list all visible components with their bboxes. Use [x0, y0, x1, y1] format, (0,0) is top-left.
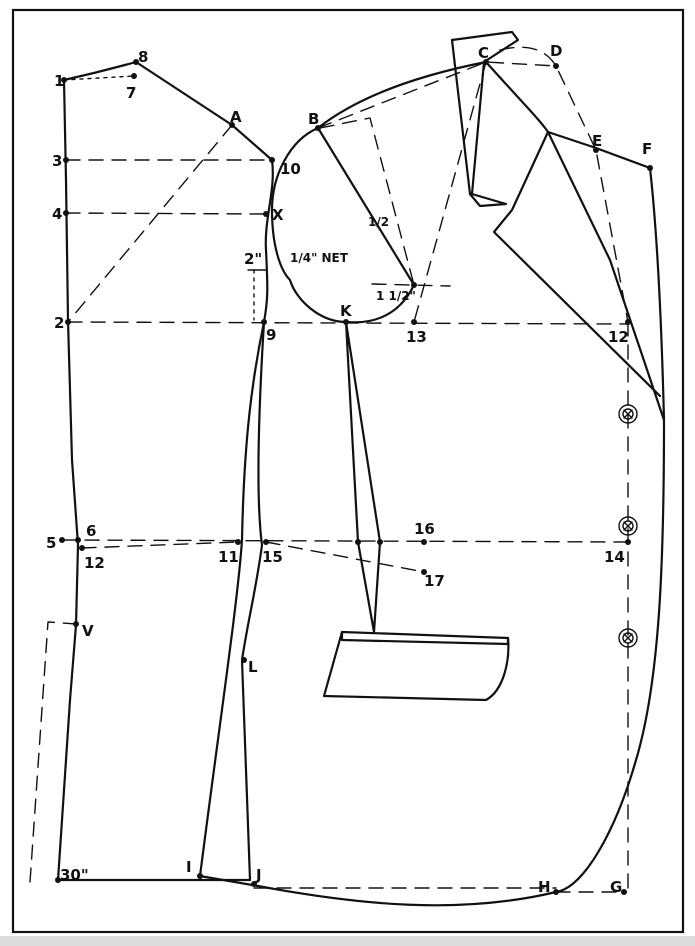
label-l: L — [248, 658, 258, 676]
label-j: J — [255, 866, 262, 884]
dash-1half — [371, 283, 451, 287]
line-1-7 — [63, 75, 135, 81]
label-half: 1/2 — [368, 215, 389, 229]
label-d: D — [550, 42, 562, 60]
point-markers — [55, 59, 653, 895]
label-9: 9 — [266, 326, 276, 344]
label-13: 13 — [406, 328, 427, 346]
label-f: F — [642, 140, 652, 158]
label-12-back: 12 — [84, 554, 105, 572]
label-x: X — [272, 206, 284, 224]
label-g: G — [610, 878, 622, 896]
label-8: 8 — [138, 48, 148, 66]
label-b: B — [308, 110, 319, 128]
line-4-x — [65, 212, 267, 215]
back-shoulder-line — [134, 60, 274, 162]
back-neck-curve — [62, 60, 138, 82]
diag-a-2 — [67, 124, 233, 323]
label-17: 17 — [424, 572, 445, 590]
label-a: A — [230, 108, 242, 126]
label-14: 14 — [604, 548, 625, 566]
label-12-front: 12 — [608, 328, 629, 346]
label-i: I — [186, 858, 192, 876]
front-side-seam — [198, 320, 266, 878]
front-shoulder-curve — [316, 60, 488, 130]
label-11: 11 — [218, 548, 239, 566]
label-6: 6 — [86, 522, 96, 540]
pocket-welt — [340, 630, 510, 646]
back-vent-dashed — [29, 621, 77, 883]
back-seam-line — [56, 78, 80, 882]
label-2in: 2" — [244, 250, 262, 268]
front-shoulder-seam-b-k — [316, 126, 416, 287]
label-10: 10 — [280, 160, 301, 178]
waist-line-12 — [81, 541, 239, 549]
label-quarter-net: 1/4" NET — [290, 251, 349, 265]
label-v: V — [82, 622, 94, 640]
dash-b-arm — [319, 117, 415, 286]
button-top-icon — [618, 404, 638, 424]
neck-to-lapel — [484, 60, 652, 170]
dash-c-13 — [413, 61, 487, 323]
label-e: E — [592, 132, 602, 150]
waist-line — [61, 539, 629, 543]
label-16: 16 — [414, 520, 435, 538]
front-hem — [198, 874, 558, 907]
label-3: 3 — [52, 152, 62, 170]
dash-c-d-e — [499, 46, 629, 323]
back-side-seam — [240, 320, 266, 882]
dart-k — [344, 320, 382, 634]
frame-border — [11, 8, 685, 934]
label-5: 5 — [46, 534, 56, 552]
label-1half: 1 1/2" — [376, 289, 416, 303]
label-1: 1 — [54, 72, 64, 90]
front-armhole — [270, 126, 416, 324]
lapel-shape — [492, 130, 662, 398]
label-h: H — [538, 878, 551, 896]
label-2: 2 — [54, 314, 64, 332]
back-armhole-curve — [262, 158, 274, 324]
label-7: 7 — [126, 84, 136, 102]
button-middle-icon — [618, 516, 638, 536]
label-15: 15 — [262, 548, 283, 566]
footer-band — [0, 936, 695, 946]
label-4: 4 — [52, 205, 62, 223]
label-c: C — [478, 44, 489, 62]
lapel-roll — [546, 130, 666, 422]
label-30: 30" — [60, 866, 89, 884]
front-edge — [554, 166, 666, 894]
button-bottom-icon — [618, 628, 638, 648]
label-k: K — [340, 302, 353, 320]
shoulder-dash-b-c — [317, 61, 557, 129]
line-15-17 — [265, 541, 425, 573]
collar-edge-left — [450, 38, 472, 196]
collar-stand — [450, 30, 520, 208]
